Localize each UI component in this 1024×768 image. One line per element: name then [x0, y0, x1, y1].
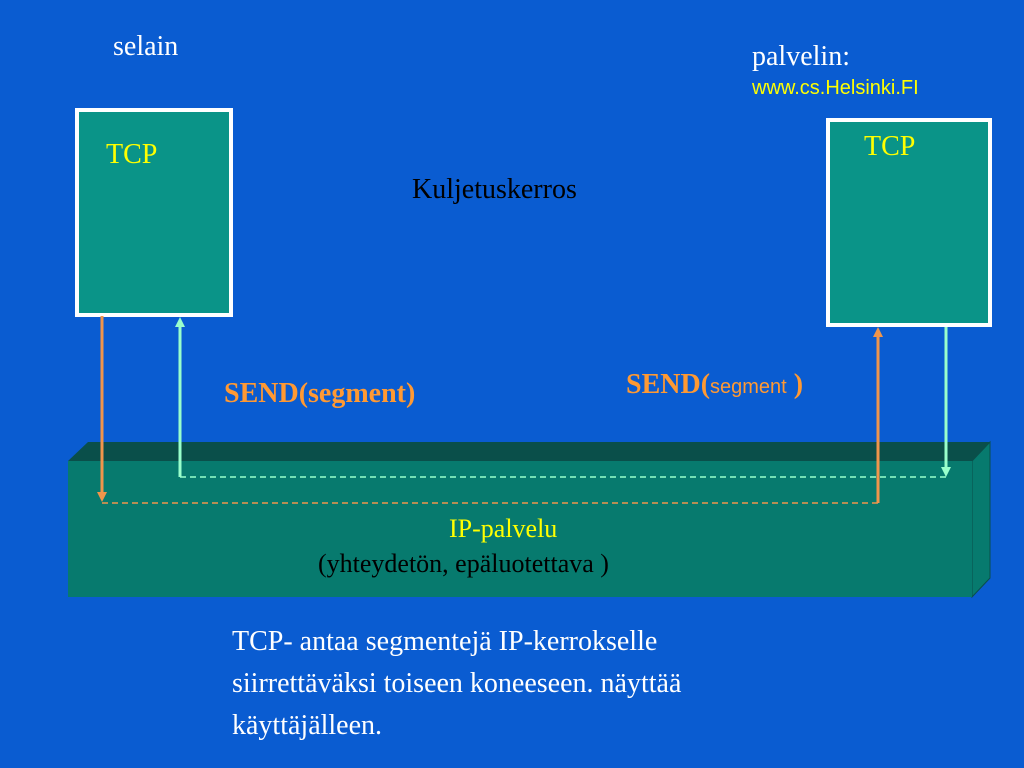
caption-line-2: siirrettäväksi toiseen koneeseen. näyttä…: [232, 668, 682, 699]
tcp-box-server: [826, 118, 992, 327]
ip-layer-side-face: [971, 440, 991, 599]
layer-title: Kuljetuskerros: [412, 174, 577, 205]
tcp-label-client: TCP: [106, 139, 158, 170]
ip-service-subtitle: (yhteydetön, epäluotettava ): [318, 549, 609, 578]
caption-line-3: käyttäjälleen.: [232, 710, 383, 741]
ip-service-title: IP-palvelu: [449, 514, 558, 543]
ip-layer-block: [68, 440, 991, 599]
send-label-server-suffix: ): [786, 369, 804, 400]
tcp-label-server: TCP: [864, 131, 916, 162]
send-label-client: SEND(segment): [224, 378, 416, 409]
send-label-server-prefix: SEND(: [626, 369, 711, 400]
ip-layer-front-face: [68, 461, 972, 597]
client-label: selain: [113, 31, 179, 62]
send-label-server-arg: segment: [710, 376, 787, 398]
server-host: www.cs.Helsinki.FI: [752, 77, 919, 99]
tcp-box-client: [75, 108, 233, 317]
ip-layer-top-face: [68, 442, 990, 461]
caption-line-1: TCP- antaa segmentejä IP-kerrokselle: [232, 626, 658, 657]
send-label-server: SEND(segment ): [626, 371, 803, 399]
server-label: palvelin:: [752, 41, 850, 72]
